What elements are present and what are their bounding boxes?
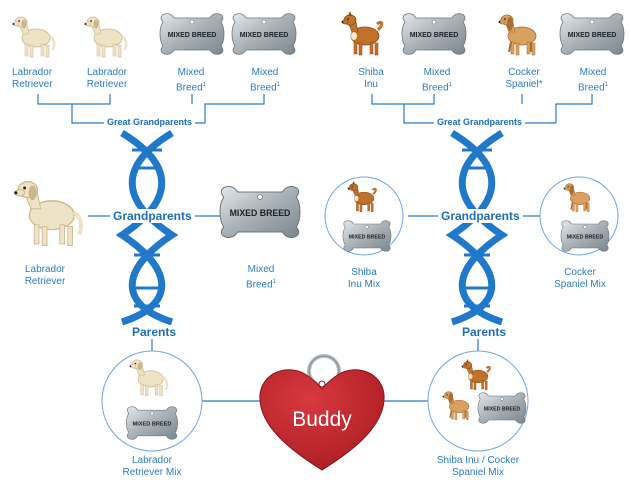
lab-dog-image <box>84 16 128 58</box>
parents-label-right: Parents <box>459 325 510 339</box>
dna-helix-left <box>115 130 179 326</box>
parents-label-left: Parents <box>129 325 180 339</box>
mixed-breed-tag-text: MIXED BREED <box>168 32 217 39</box>
mixed-breed-tag-text: MIXED BREED <box>484 406 521 412</box>
mixed-breed-tag: MIXED BREED <box>560 220 610 252</box>
mixed-breed-tag: MIXED BREED <box>559 13 625 55</box>
shiba-dog-image <box>347 180 377 212</box>
lab-dog-image <box>14 180 83 247</box>
mixed-breed-tag-text: MIXED BREED <box>230 208 291 218</box>
lab-dog-image <box>12 16 56 58</box>
mixed-breed-tag: MIXED BREED <box>477 392 527 424</box>
dog-name: Buddy <box>292 408 352 431</box>
lab-dog-image <box>129 359 169 397</box>
mixed-breed-tag-text: MIXED BREED <box>349 234 386 240</box>
dna-helix-right <box>445 130 509 326</box>
mixed-breed-tag: MIXED BREED <box>159 13 225 55</box>
shiba-dog-image <box>461 358 491 390</box>
mixed-breed-tag: MIXED BREED <box>219 186 301 238</box>
cocker-dog-image <box>442 391 470 420</box>
grandparents-label-left: Grandparents <box>110 209 195 223</box>
mixed-breed-tag-text: MIXED BREED <box>567 234 604 240</box>
mixed-breed-tag: MIXED BREED <box>342 220 392 252</box>
mixed-breed-tag: MIXED BREED <box>231 13 297 55</box>
mixed-breed-tag-text: MIXED BREED <box>133 421 172 427</box>
mixed-breed-tag: MIXED BREED <box>126 406 178 440</box>
mixed-breed-tag-text: MIXED BREED <box>568 32 617 39</box>
cocker-dog-image <box>498 14 537 56</box>
great-grandparents-label-left: Great Grandparents <box>104 117 196 128</box>
parent-ring-shiba-cocker-mix <box>427 350 529 452</box>
great-grandparents-label-right: Great Grandparents <box>434 117 526 128</box>
mixed-breed-tag-text: MIXED BREED <box>240 32 289 39</box>
grandparents-label-right: Grandparents <box>438 209 523 223</box>
connector-lines <box>37 94 593 402</box>
mixed-breed-tag: MIXED BREED <box>401 13 467 55</box>
buddy-heart-tag <box>259 354 385 471</box>
cocker-dog-image <box>563 183 591 212</box>
shiba-dog-image <box>341 11 384 56</box>
mixed-breed-tag-text: MIXED BREED <box>410 32 459 39</box>
